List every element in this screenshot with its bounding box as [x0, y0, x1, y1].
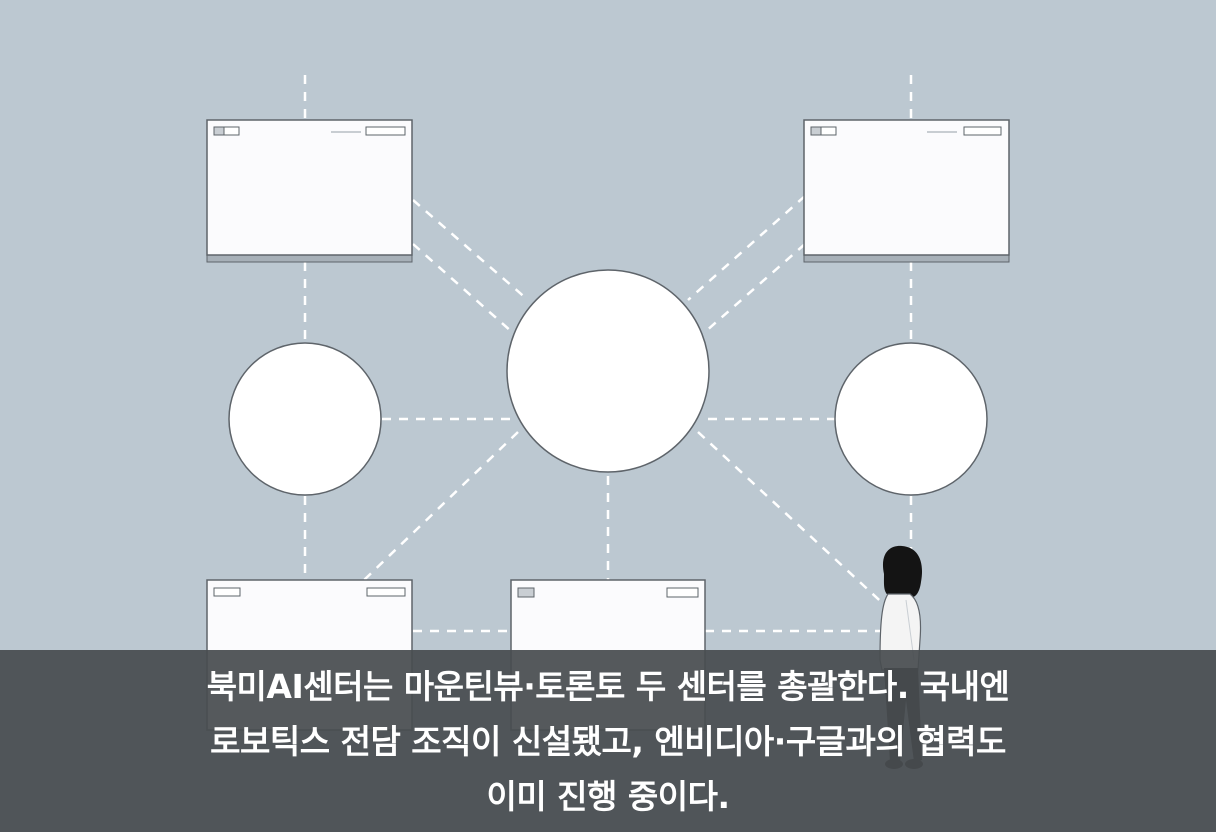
panel-top-right — [803, 119, 1010, 263]
connector-top-left-to-center-b — [412, 243, 513, 333]
circle-node-icon — [506, 269, 710, 473]
caption-line-3: 이미 진행 중이다. — [486, 776, 730, 816]
browser-window-icon — [803, 119, 1010, 256]
circle-node-icon — [834, 342, 988, 496]
caption-line-1: 북미AI센터는 마운틴뷰·토론토 두 센터를 총괄한다. 국내엔 — [206, 666, 1010, 706]
connector-lines — [303, 75, 913, 633]
connector-center-to-bottom-left — [361, 431, 519, 583]
caption-line-2: 로보틱스 전담 조직이 신설됐고, 엔비디아·구글과의 협력도 — [210, 721, 1006, 761]
caption-bar: 북미AI센터는 마운틴뷰·토론토 두 센터를 총괄한다. 국내엔 로보틱스 전담… — [0, 650, 1216, 832]
connector-top-right-to-center-b — [704, 243, 806, 333]
panel-top-left — [206, 119, 413, 263]
circle-node-icon — [228, 342, 382, 496]
connector-top-left-to-center-a — [412, 199, 529, 301]
browser-window-icon — [206, 119, 413, 256]
